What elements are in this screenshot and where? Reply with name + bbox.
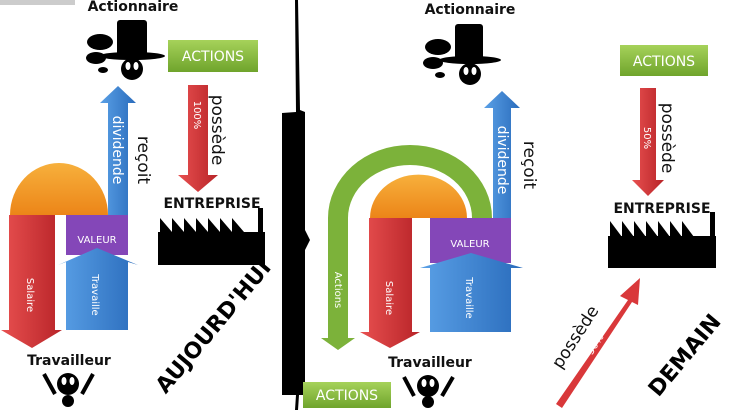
worker-icon: [402, 375, 455, 408]
timeline-divider-arrow: [282, 0, 310, 410]
window-shadow: [0, 0, 75, 5]
shareholder-label: Actionnaire: [425, 2, 516, 18]
dividend-arrow: [100, 86, 136, 215]
work-arrow: [58, 248, 138, 330]
value-label: VALEUR: [77, 235, 116, 246]
work-label: Travaille: [463, 276, 474, 318]
work-arrow: [420, 253, 523, 332]
arch-label: Actions: [332, 272, 343, 309]
worker-icon: [42, 373, 95, 407]
dividend-label: dividende: [494, 126, 510, 195]
worker-owns-arrow: [556, 278, 640, 408]
worker-actions-label: ACTIONS: [316, 388, 378, 404]
actions-box: [168, 40, 258, 72]
today-title: AUJOURD'HUI: [151, 256, 276, 399]
salary-label: Salaire: [24, 278, 35, 312]
owns-arrow: [632, 88, 664, 196]
dividend-arrow: [484, 91, 520, 218]
salary-label: Salaire: [383, 281, 394, 315]
panel-today: Actionnaire ACTIONS 100% possède dividen…: [1, 0, 277, 407]
value-dome: [370, 174, 467, 218]
panel-tomorrow: Actionnaire dividende reçoit Actions Sal…: [303, 2, 727, 408]
owns-arrow: [178, 85, 218, 192]
shareholder-label: Actionnaire: [88, 0, 179, 15]
factory-icon: [158, 208, 265, 265]
actions-arch-arrow: [321, 145, 492, 350]
tomorrow-title: DEMAIN: [644, 310, 727, 402]
salary-arrow: [1, 215, 62, 348]
owns-percent: 50%: [641, 127, 652, 149]
company-label: ENTREPRISE: [163, 196, 260, 212]
salary-arrow: [360, 218, 420, 348]
actions-label: ACTIONS: [182, 49, 244, 65]
shareholder-top-hat-icon: [423, 24, 501, 85]
company-label: ENTREPRISE: [613, 201, 710, 217]
actions-label: ACTIONS: [633, 54, 695, 70]
worker-label: Travailleur: [388, 355, 472, 371]
value-dome: [10, 163, 108, 215]
owns-label: possède: [207, 95, 227, 166]
dividend-label: dividende: [109, 116, 125, 185]
owns-label: possède: [657, 103, 677, 174]
shareholder-top-hat-icon: [86, 20, 165, 80]
work-label: Travaille: [89, 273, 100, 315]
actions-box: [620, 45, 708, 76]
worker-label: Travailleur: [27, 353, 111, 369]
value-label: VALEUR: [450, 239, 489, 250]
worker-actions-box: [303, 382, 391, 408]
receives-label: reçoit: [133, 136, 153, 185]
factory-icon: [608, 212, 716, 268]
receives-label: reçoit: [519, 141, 539, 190]
owns-percent: 100%: [191, 101, 202, 130]
